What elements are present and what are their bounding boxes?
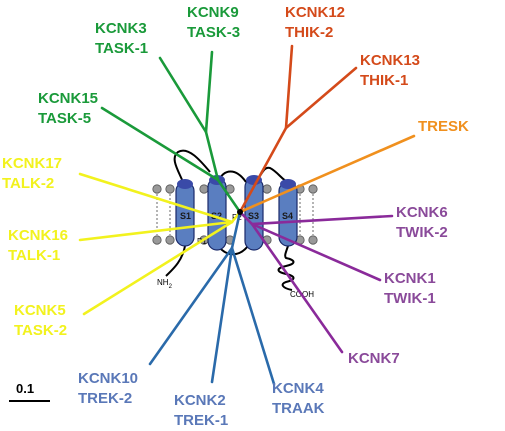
label-traak: TRAAK bbox=[272, 400, 325, 417]
lipid-bead bbox=[165, 184, 175, 194]
label-task1: TASK-1 bbox=[95, 40, 148, 57]
label-twik1: TWIK-1 bbox=[384, 290, 436, 307]
lipid-bead bbox=[165, 235, 175, 245]
branch-tresk bbox=[238, 134, 416, 214]
helix-s1 bbox=[175, 179, 195, 247]
label-thik1: THIK-1 bbox=[360, 72, 408, 89]
label-kcnk7: KCNK7 bbox=[348, 350, 400, 367]
label-kcnk9: KCNK9 bbox=[187, 4, 239, 21]
label-kcnk17: KCNK17 bbox=[2, 155, 62, 172]
label-kcnk1: KCNK1 bbox=[384, 270, 436, 287]
branch-trek-clade bbox=[148, 210, 276, 386]
branch-talk-clade bbox=[78, 172, 242, 316]
lipid-bead bbox=[152, 235, 162, 245]
lipid-bead bbox=[152, 184, 162, 194]
tree-labels: KCNK3 TASK-1 KCNK9 TASK-3 KCNK15 TASK-5 … bbox=[2, 4, 469, 429]
label-kcnk5: KCNK5 bbox=[14, 302, 66, 319]
helix-s4 bbox=[278, 179, 298, 247]
label-kcnk15: KCNK15 bbox=[38, 90, 98, 107]
scale-bar-label: 0.1 bbox=[16, 381, 34, 396]
label-kcnk6: KCNK6 bbox=[396, 204, 448, 221]
label-kcnk13: KCNK13 bbox=[360, 52, 420, 69]
label-trek2: TREK-2 bbox=[78, 390, 132, 407]
label-kcnk2: KCNK2 bbox=[174, 392, 226, 409]
lipid-bead bbox=[199, 184, 209, 194]
label-task5: TASK-5 bbox=[38, 110, 91, 127]
label-tresk: TRESK bbox=[418, 118, 469, 135]
label-kcnk4: KCNK4 bbox=[272, 380, 324, 397]
scale-bar: 0.1 bbox=[9, 381, 50, 402]
label-talk1: TALK-1 bbox=[8, 247, 60, 264]
extracellular-loop-s1-s2 bbox=[173, 149, 211, 183]
label-twik2: TWIK-2 bbox=[396, 224, 448, 241]
lipid-bead bbox=[262, 184, 272, 194]
label-trek1: TREK-1 bbox=[174, 412, 228, 429]
label-task3: TASK-3 bbox=[187, 24, 240, 41]
channel-topology: S1 S2 S3 S4 P1 P2 NH2 COOH bbox=[152, 149, 318, 299]
segment-label-s1: S1 bbox=[180, 211, 191, 221]
label-kcnk3: KCNK3 bbox=[95, 20, 147, 37]
tree-branches bbox=[78, 44, 416, 386]
branch-task-clade bbox=[100, 50, 242, 214]
label-thik2: THIK-2 bbox=[285, 24, 333, 41]
label-talk2: TALK-2 bbox=[2, 175, 54, 192]
lipid-bead bbox=[308, 235, 318, 245]
membrane-lipid-beads bbox=[152, 184, 318, 245]
label-task2: TASK-2 bbox=[14, 322, 67, 339]
segment-label-s4: S4 bbox=[282, 211, 293, 221]
label-kcnk12: KCNK12 bbox=[285, 4, 345, 21]
label-kcnk16: KCNK16 bbox=[8, 227, 68, 244]
segment-label-s3: S3 bbox=[248, 211, 259, 221]
intracellular-loop-s1 bbox=[165, 245, 186, 277]
label-kcnk10: KCNK10 bbox=[78, 370, 138, 387]
tree-root-node bbox=[237, 209, 243, 215]
n-terminus-label: NH2 bbox=[157, 278, 173, 290]
lipid-bead bbox=[308, 184, 318, 194]
c-terminal-coil bbox=[277, 245, 295, 291]
branch-thik-clade bbox=[238, 44, 358, 214]
branch-twik-clade bbox=[238, 210, 394, 354]
